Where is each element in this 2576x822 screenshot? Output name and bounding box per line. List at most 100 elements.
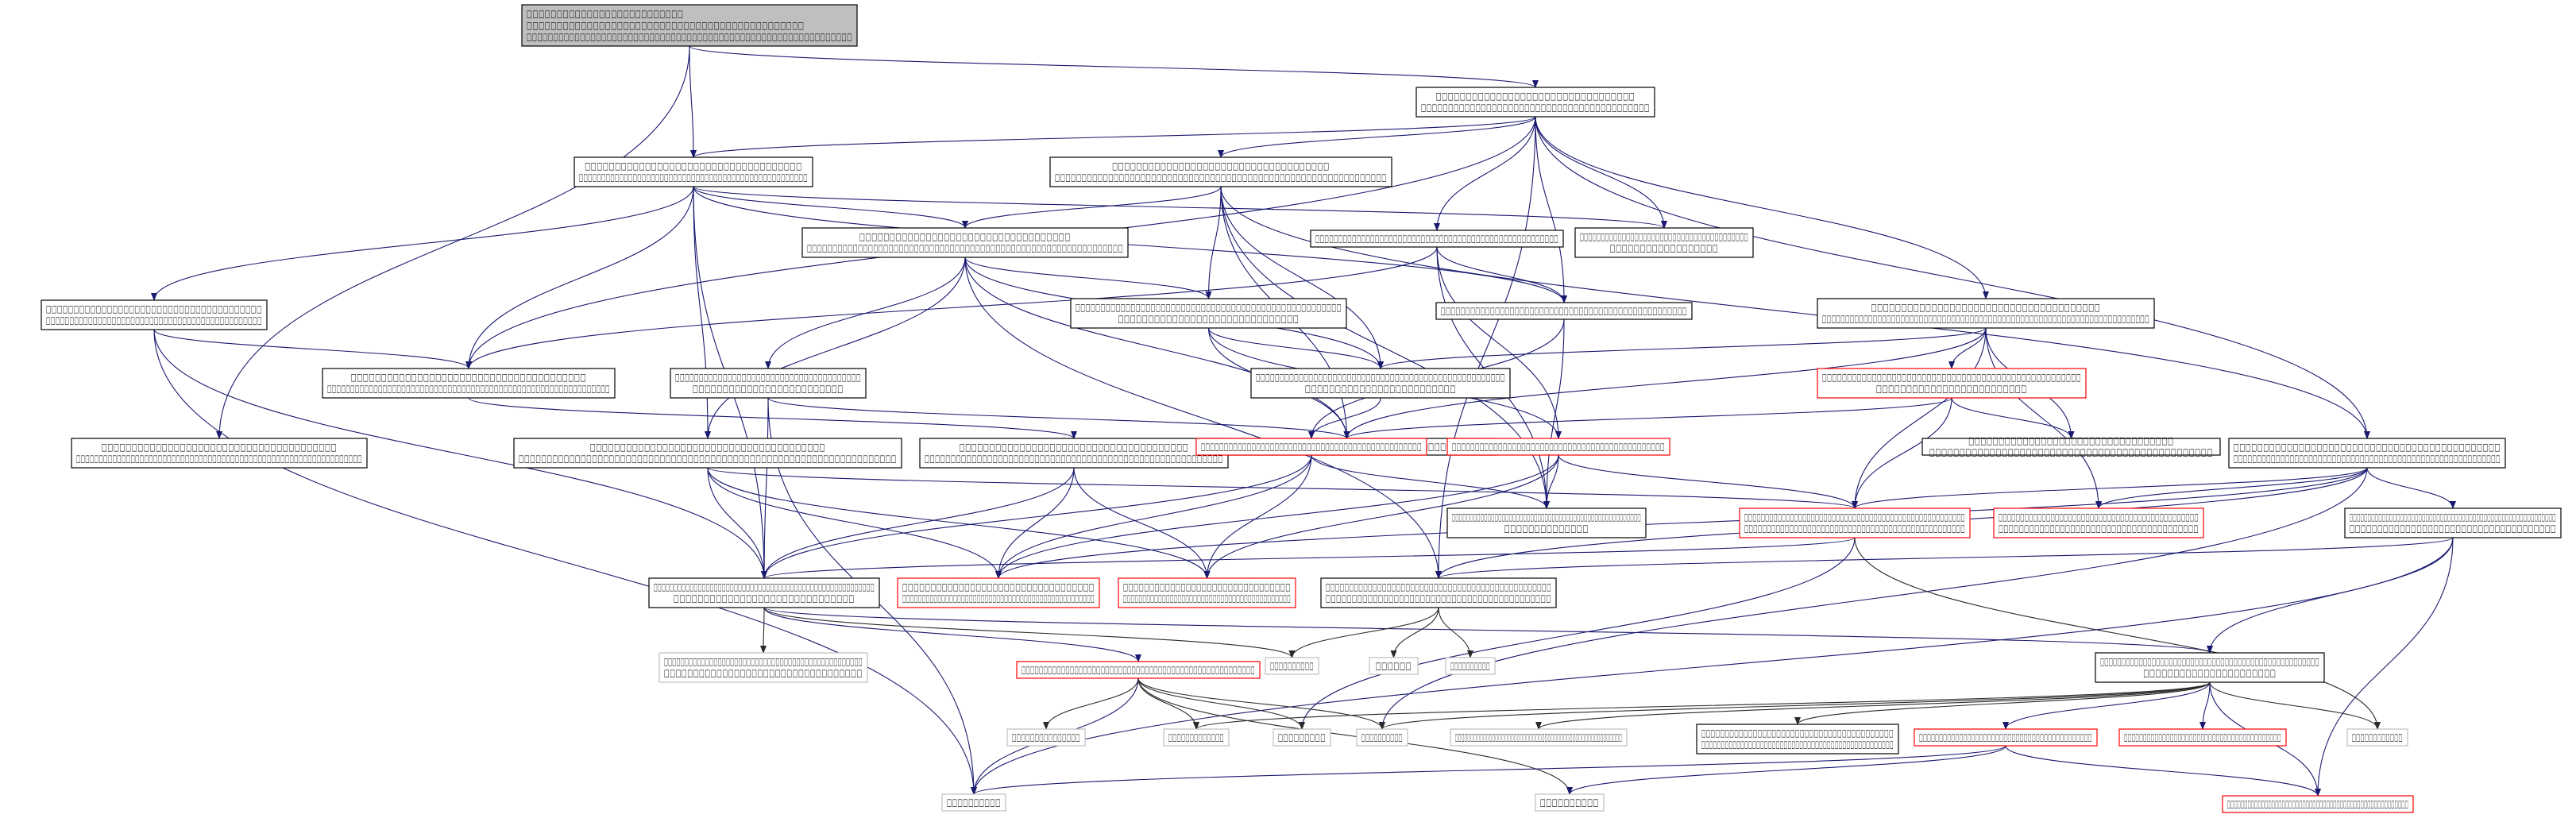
graph-node-n_h[interactable]: □□□□□□□□□□□□□□□□□□□□□□□□□□□□□□□□□□□□□□□□… xyxy=(670,368,867,399)
edge-n_a-n_k xyxy=(964,257,1350,439)
graph-node-n_e[interactable]: □□□□□□□□□□□□□□□□□□□□□□□□□□□□□□□□□□□□□□□□… xyxy=(1435,302,1693,320)
edge-n_h-n_k xyxy=(767,397,1350,439)
node-label-line: □□□□□□□□□□□□□□□□□□□□□□□□□□□□□□□□□□□□□□□□… xyxy=(1701,739,1894,751)
graph-node-g6[interactable]: □□□□□□□□□□□□□ xyxy=(1163,728,1230,747)
node-box xyxy=(1993,507,2204,538)
graph-node-g5[interactable]: □□□□□□□□□□□□□□□ xyxy=(1006,728,1086,747)
node-label-line: □□□□□□□□□□□□□□□□□□□□□□□□□□□□□□□□□□□□□□□ xyxy=(590,441,825,453)
graph-node-n_left2[interactable]: □□□□□□□□□□□□□□□□□□□□□□□□□□□□□□□□□□□□□□□□… xyxy=(41,299,268,330)
graph-node-n_bb[interactable]: □□□□□□□□□□□□□□□□□□□□□□□□□□□□□□□□□□□□□□□□… xyxy=(1696,724,1899,754)
graph-node-root[interactable]: □□□□□□□□□□□□□□□□□□□□□□□□□□□□□□□□□□□□□□□□… xyxy=(521,4,858,47)
edge-n_q-n_s xyxy=(1311,454,1550,509)
graph-node-n_n[interactable]: □□□□□□□□□□□□□□□□□□□□□□□□□□□□□□□□□□□□□□□□… xyxy=(919,438,1229,469)
edge-n_r-n_x xyxy=(1203,454,1559,579)
node-layer: □□□□□□□□□□□□□□□□□□□□□□□□□□□□□□□□□□□□□□□□… xyxy=(41,4,2562,813)
graph-node-g7[interactable]: □□□□□□□□□ xyxy=(1273,728,1331,747)
graph-node-n_d[interactable]: □□□□□□□□□□□□□□□□□□□□□□□□□□□□□□□□□□□□□□□□… xyxy=(1070,298,1347,329)
graph-node-n_x[interactable]: □□□□□□□□□□□□□□□□□□□□□□□□□□□□□□□□□□□□□□□□… xyxy=(1118,577,1296,608)
node-label-line: □□□□□□□□□□ xyxy=(1540,796,1599,808)
graph-node-n_g[interactable]: □□□□□□□□□□□□□□□□□□□□□□□□□□□□□□□□□□□□□□□□… xyxy=(322,368,616,399)
edge-n_f-n_i xyxy=(1377,327,1987,369)
edge-n_f-n_t xyxy=(1852,327,1987,509)
graph-node-n_cc[interactable]: □□□□□□□□□□□□□□□□□□□□□□□□□□□□□□□□□□□□□□□□… xyxy=(1914,728,2098,747)
graph-node-g4[interactable]: □□□□□□□□□□ xyxy=(1445,657,1496,675)
graph-node-g9[interactable]: □□□□□□□□□□□□□□□□□□□□□□□□□□□□□□□□□□□□□□□□… xyxy=(1450,728,1628,747)
node-label-line: □□□□□□□□□□□□□□□□□□□□□□□□□□□□□□□□□□□□□□□□… xyxy=(664,655,863,667)
edge-n_r-n_w xyxy=(995,454,1559,579)
graph-node-g2[interactable]: □□□□□□□□□□ xyxy=(1265,657,1319,675)
graph-node-n_hub[interactable]: □□□□□□□□□□□□□□□□□□□□□□□□□□□□□□□□□□□□□□□□… xyxy=(648,577,880,608)
node-box xyxy=(1006,728,1086,747)
graph-node-n_ee[interactable]: □□□□□□□□□□□□□□□□□□□□□□□□□□□□□□□□□□□□□□□□… xyxy=(2222,795,2414,813)
graph-node-g11[interactable]: □□□□□□□□□□ xyxy=(941,793,1006,812)
node-label-line: □□□□□□□□□□□□□□□□□□ xyxy=(1610,242,1719,254)
graph-node-n_left1[interactable]: □□□□□□□□□□□□□□□□□□□□□□□□□□□□□□□□□□□□□□□□… xyxy=(574,156,813,187)
node-box xyxy=(1435,302,1693,320)
graph-node-n_l[interactable]: □□□□□□□□□□□□□□□□□□□□□□□□□□□□□□□□□□□□□□□□… xyxy=(71,438,368,469)
edge-n_r-n_s xyxy=(1543,454,1559,509)
graph-node-n_b[interactable]: □□□□□□□□□□□□□□□□□□□□□□□□□□□□□□□□□□□□□□□□… xyxy=(1310,230,1564,248)
edge-n_top-n_left1 xyxy=(690,116,1536,158)
graph-node-n_c[interactable]: □□□□□□□□□□□□□□□□□□□□□□□□□□□□□□□□□□□□□□□□… xyxy=(1574,227,1754,258)
node-label-line: □□□□□□□□□□□□□□□□□□□□□□□□□□□□□□□□□ xyxy=(1436,90,1636,102)
node-label-line: □□□□□□□□□□□□□□□□□□□□□□□□□□□□□□□□□□□□□□□□… xyxy=(2100,655,2319,667)
edge-n_v-n_ee xyxy=(2315,537,2454,797)
node-label-line: □□□□□□□□□□□□□□□□□□□□□□□□□□ xyxy=(527,7,684,19)
node-box xyxy=(1070,298,1347,329)
node-box xyxy=(1446,507,1647,538)
graph-node-n_p[interactable]: □□□□□□□□□□□□□□□□□□□□□□□□□□□□□□□□□□□□□□□□… xyxy=(2228,438,2506,469)
node-box xyxy=(1310,230,1564,248)
node-box xyxy=(1574,227,1754,258)
node-label-line: □□□□□□□□□□□□□□□□□□□□□□□□□□□□□□□□□□□□□□□□… xyxy=(1055,172,1387,183)
node-label-line: □□□□□□□□□□□□□□□□□□□□□□□□□□□□□□□□□□□□□□□□… xyxy=(1744,511,1965,523)
graph-node-n_a[interactable]: □□□□□□□□□□□□□□□□□□□□□□□□□□□□□□□□□□□□□□□□… xyxy=(801,227,1129,258)
graph-node-n_dd[interactable]: □□□□□□□□□□□□□□□□□□□□□□□□□□□□□□□□□□□□□□□□… xyxy=(2118,728,2287,747)
graph-node-n_f[interactable]: □□□□□□□□□□□□□□□□□□□□□□□□□□□□□□□□□□□□□□□□… xyxy=(1817,298,2155,329)
graph-node-n_m[interactable]: □□□□□□□□□□□□□□□□□□□□□□□□□□□□□□□□□□□□□□□□… xyxy=(513,438,902,469)
node-label-line: □□□□□□□□□□□□□□□□□□□□□□□□□□□□□□□□□□□□□□□□… xyxy=(1256,371,1505,383)
graph-node-n_w[interactable]: □□□□□□□□□□□□□□□□□□□□□□□□□□□□□□□□□□□□□□□□… xyxy=(897,577,1100,608)
graph-node-g8[interactable]: □□□□□□□□□□ xyxy=(1356,728,1408,747)
graph-node-n_u[interactable]: □□□□□□□□□□□□□□□□□□□□□□□□□□□□□□□□□□□□□□□□… xyxy=(1993,507,2204,538)
graph-node-n_t[interactable]: □□□□□□□□□□□□□□□□□□□□□□□□□□□□□□□□□□□□□□□□… xyxy=(1739,507,1971,538)
graph-node-g12[interactable]: □□□□□□□□□□ xyxy=(1535,793,1605,812)
node-box xyxy=(2228,438,2506,469)
node-label-line: □□□□□□□□□□□□□□□□□□□□□□□□□□□□□□□□□□ xyxy=(664,667,863,679)
node-box xyxy=(1320,577,1557,608)
graph-node-g10[interactable]: □□□□□□□□□□□□ xyxy=(2346,728,2408,747)
graph-node-n_j[interactable]: □□□□□□□□□□□□□□□□□□□□□□□□□□□□□□□□□□□□□□□□… xyxy=(1817,368,2087,399)
edge-n_b-n_g xyxy=(465,246,1438,369)
graph-node-n_v[interactable]: □□□□□□□□□□□□□□□□□□□□□□□□□□□□□□□□□□□□□□□□… xyxy=(2344,507,2562,538)
node-label-line: □□□□□□□□□□□□□□□□□□□□□□□□□□□□□□□□□□□□□□□□… xyxy=(1999,511,2199,523)
graph-node-g1[interactable]: □□□□□□□□□□□□□□□□□□□□□□□□□□□□□□□□□□□□□□□□… xyxy=(658,652,868,683)
graph-node-n_s[interactable]: □□□□□□□□□□□□□□□□□□□□□□□□□□□□□□□□□□□□□□□□… xyxy=(1446,507,1647,538)
node-label-line: □□□□□□□□□□□□□□□□□□□□□□□□□□□□□□□□□□□□□□□□… xyxy=(1441,304,1687,316)
edge-n_aa-n_bb xyxy=(1794,681,2211,725)
edge-n_aa-g8 xyxy=(1379,681,2211,730)
edge-n_p-n_v xyxy=(2366,467,2456,509)
graph-node-n_o[interactable]: □□□□□□□□□□□□□□□□□□□□□□□□□□□□□□□□□□□□□□□□… xyxy=(1921,434,2221,458)
graph-node-n_y[interactable]: □□□□□□□□□□□□□□□□□□□□□□□□□□□□□□□□□□□□□□□□… xyxy=(1320,577,1557,608)
node-label-line: □□□□□□□□□□□□□□□□□□□□□□□□□□□□□□□□□□□□□□□□… xyxy=(1452,440,1665,452)
node-box xyxy=(1445,657,1496,675)
edge-n_g-n_n xyxy=(468,397,1077,439)
node-label-line: □□□□□□□□□□□□□□□□□□□□□□□□□□□□□□□□□□□□□□ xyxy=(1871,301,2101,313)
edge-n_r-n_t xyxy=(1558,454,1858,509)
graph-node-n_mid1[interactable]: □□□□□□□□□□□□□□□□□□□□□□□□□□□□□□□□□□□□□□□□… xyxy=(1049,156,1392,187)
node-label-line: □□□□□□□□□□□□□□□□□□□□□□□□□□□□□□□□□□□□□□□ xyxy=(46,303,262,315)
node-label-line: □□□□□□□□□□□□□□□□□□□□□□□□□□□□□□□□□□□□□□□□… xyxy=(2234,453,2501,465)
node-box xyxy=(1118,577,1296,608)
graph-node-n_top[interactable]: □□□□□□□□□□□□□□□□□□□□□□□□□□□□□□□□□□□□□□□□… xyxy=(1415,87,1655,118)
graph-node-n_z[interactable]: □□□□□□□□□□□□□□□□□□□□□□□□□□□□□□□□□□□□□□□□… xyxy=(1016,661,1261,679)
node-label-line: □□□□□□□□□□□□□□□□□□□□□□□□□□□□□□□□□□□□□□□□… xyxy=(519,453,897,465)
edge-n_b-n_e xyxy=(1436,246,1567,303)
edge-n_a-n_m xyxy=(705,257,966,439)
node-box xyxy=(41,299,268,330)
node-box xyxy=(2346,728,2408,747)
graph-node-n_i[interactable]: □□□□□□□□□□□□□□□□□□□□□□□□□□□□□□□□□□□□□□□□… xyxy=(1250,368,1511,399)
graph-node-n_q[interactable]: □□□□□□□□□□□□□□□□□□□□□□□□□□□□□□□□□□□□□□□□… xyxy=(1195,438,1427,456)
graph-node-n_aa[interactable]: □□□□□□□□□□□□□□□□□□□□□□□□□□□□□□□□□□□□□□□□… xyxy=(2095,652,2325,683)
graph-node-g3[interactable]: □□□□□□ xyxy=(1369,657,1419,675)
node-label-line: □□□□□□□□□□□□□□□□□□□□□□□□□□□□□□□□□□□□□□□□… xyxy=(579,172,808,183)
graph-node-n_r[interactable]: □□□□□□□□□□□□□□□□□□□□□□□□□□□□□□□□□□□□□□□□… xyxy=(1446,438,1670,456)
